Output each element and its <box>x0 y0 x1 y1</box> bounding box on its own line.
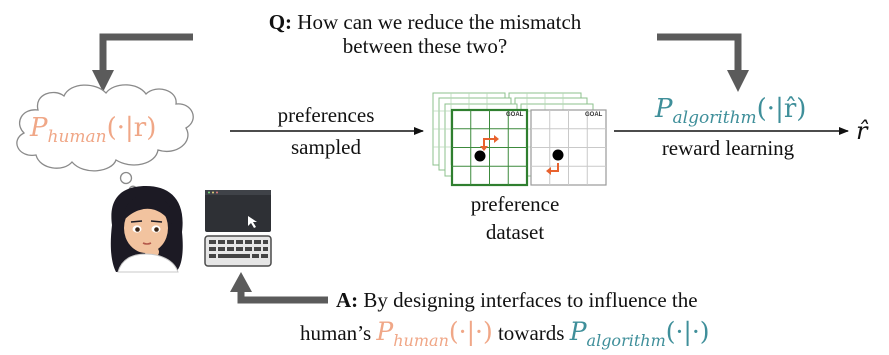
question-text: Q: How can we reduce the mismatch betwee… <box>200 10 650 58</box>
answer-algo-p-symbol: P <box>569 317 587 346</box>
computer-keyboard-icon <box>204 190 272 267</box>
reward-learning-label: reward learning <box>661 136 795 160</box>
goal-label-left: GOAL <box>506 112 524 118</box>
answer-algorithm-distribution: Palgorithm(·|·) <box>569 317 710 351</box>
answer-algo-p-args: (·|·) <box>665 317 710 346</box>
question-line-1: Q: How can we reduce the mismatch <box>200 10 650 34</box>
goal-label-right: GOAL <box>585 112 603 118</box>
preferred-grid <box>450 108 529 187</box>
answer-algo-p-subscript: algorithm <box>586 331 666 350</box>
answer-human-p-subscript: human <box>393 331 449 350</box>
question-arrow-right <box>657 33 749 92</box>
thinking-person-icon <box>110 186 183 273</box>
preferences-label-bottom: sampled <box>291 135 361 159</box>
answer-arrow <box>230 272 328 304</box>
reward-output-symbol: r̂ <box>856 117 868 145</box>
answer-line-1-text: By designing interfaces to influence the <box>363 288 698 312</box>
human-p-subscript: human <box>47 127 107 148</box>
dataset-label: preference dataset <box>440 192 590 244</box>
algo-p-subscript: algorithm <box>672 108 757 129</box>
algorithm-distribution-label: Palgorithm(·|r̂) <box>655 94 806 133</box>
human-p-symbol: P <box>30 113 48 143</box>
question-line-1-text: How can we reduce the mismatch <box>297 10 582 34</box>
question-arrow-left <box>92 33 193 92</box>
algo-p-symbol: P <box>655 94 673 124</box>
answer-line-2: human’s Phuman(·|·) towards Palgorithm(·… <box>300 318 710 355</box>
answer-towards-word: towards <box>497 321 565 345</box>
answer-humans-word: human’s <box>300 321 372 345</box>
preferences-label-top: preferences <box>277 103 375 127</box>
answer-human-distribution: Phuman(·|·) <box>376 317 493 351</box>
answer-prefix: A: <box>336 288 359 312</box>
preference-dataset-stack <box>432 92 607 187</box>
dataset-label-line-1: preference <box>470 192 560 216</box>
question-line-2: between these two? <box>342 34 508 58</box>
human-distribution-label: Phuman(·|r) <box>30 113 156 152</box>
answer-line-1: A: By designing interfaces to influence … <box>336 288 698 312</box>
answer-human-p-args: (·|·) <box>448 317 493 346</box>
question-prefix: Q: <box>268 10 293 34</box>
answer-human-p-symbol: P <box>376 317 394 346</box>
human-p-args: (·|r) <box>106 113 157 143</box>
dataset-label-line-2: dataset <box>485 220 545 244</box>
rejected-grid <box>530 109 607 186</box>
algo-p-args: (·|r̂) <box>756 94 807 124</box>
